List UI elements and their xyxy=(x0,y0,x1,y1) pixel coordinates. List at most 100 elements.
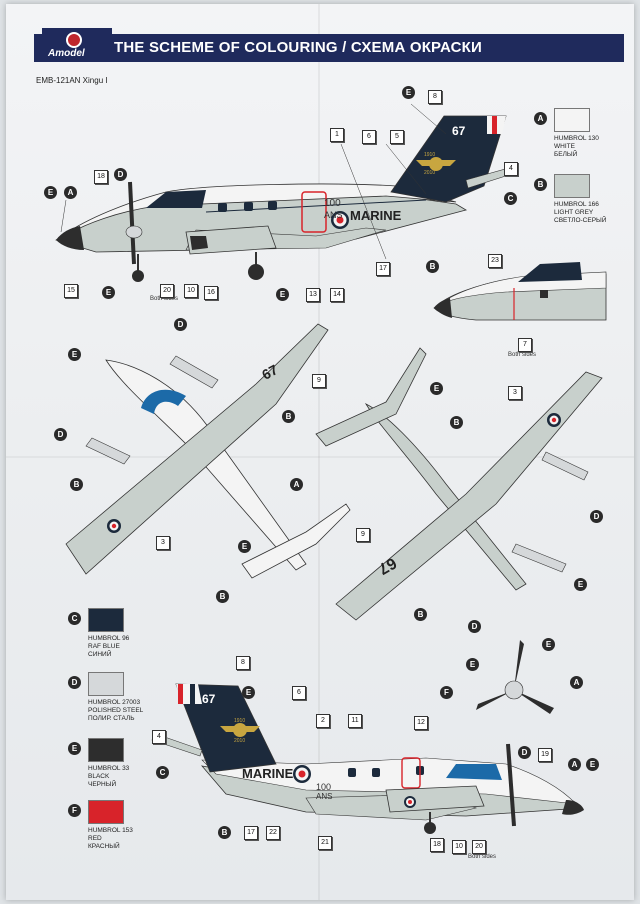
paint-swatch-f: F HUMBROL 153 RED КРАСНЫЙ xyxy=(68,800,133,851)
swatch-letter-e: E xyxy=(68,742,81,755)
swatch-en-b: LIGHT GREY xyxy=(554,209,594,216)
paint-swatch-b: B HUMBROL 166 LIGHT GREY СВЕТЛО-СЕРЫЙ xyxy=(534,174,606,225)
marking-100-bottom: 100 xyxy=(316,782,332,792)
callout-5: 5 xyxy=(390,130,404,144)
swatch-code-b: HUMBROL 166 xyxy=(554,201,599,208)
swatch-color-f xyxy=(88,800,124,824)
swatch-letter-b: B xyxy=(534,178,547,191)
side-view-left xyxy=(55,103,519,282)
paint-label-e-2: E xyxy=(402,86,415,99)
fold-line-horizontal xyxy=(6,456,634,458)
paint-label-d-2: D xyxy=(174,318,187,331)
callout-10-bottom: 10 xyxy=(452,840,466,854)
marking-marine-top: MARINE xyxy=(350,208,402,223)
marking-100-top: 100 xyxy=(324,198,341,209)
callout-17-top: 17 xyxy=(376,262,390,276)
callout-4-bottom: 4 xyxy=(152,730,166,744)
amodel-logo: Amodel xyxy=(42,28,112,62)
callout-13: 13 xyxy=(306,288,320,302)
bottom-view xyxy=(315,347,603,621)
paint-swatch-e: E HUMBROL 33 BLACK ЧЕРНЫЙ xyxy=(68,738,129,789)
paint-label-e-3: E xyxy=(102,286,115,299)
paint-label-b-3: B xyxy=(70,478,83,491)
logo-ring-icon xyxy=(66,32,82,48)
callout-2: 2 xyxy=(316,714,330,728)
paint-label-e-8: E xyxy=(574,578,587,591)
paint-label-d-5: D xyxy=(468,620,481,633)
paint-label-b-7: B xyxy=(218,826,231,839)
paint-label-e-9: E xyxy=(542,638,555,651)
paint-label-e-10: E xyxy=(466,658,479,671)
swatch-code-d: HUMBROL 27003 xyxy=(88,699,141,706)
callout-6-bottom: 6 xyxy=(292,686,306,700)
callout-11: 11 xyxy=(348,714,362,728)
swatch-letter-f: F xyxy=(68,804,81,817)
swatch-ru-c: СИНИЙ xyxy=(88,651,112,658)
callout-16: 16 xyxy=(204,286,218,300)
fold-line xyxy=(318,4,320,900)
paint-swatch-d: D HUMBROL 27003 POLISHED STEEL ПОЛИР. СТ… xyxy=(68,672,143,723)
paint-label-d-4: D xyxy=(590,510,603,523)
page-title: THE SCHEME OF COLOURING / СХЕМА ОКРАСКИ xyxy=(114,39,482,56)
marking-marine-bottom: MARINE xyxy=(242,766,294,781)
paint-label-b-2: B xyxy=(282,410,295,423)
callout-23: 23 xyxy=(488,254,502,268)
tail-code-top: 67 xyxy=(452,124,466,138)
paint-label-e-12: E xyxy=(586,758,599,771)
swatch-ru-a: БЕЛЫЙ xyxy=(554,151,578,158)
callout-1: 1 xyxy=(330,128,344,142)
callout-20-top: 20 xyxy=(160,284,174,298)
swatch-letter-d: D xyxy=(68,676,81,689)
both-sides-note-1: Both sides xyxy=(150,296,179,302)
callout-9-top: 9 xyxy=(312,374,326,388)
tail-code-bottom: 67 xyxy=(202,692,216,706)
paint-label-e-4: E xyxy=(276,288,289,301)
swatch-code-a: HUMBROL 130 xyxy=(554,135,599,142)
swatch-color-c xyxy=(88,608,124,632)
paint-label-a: A xyxy=(64,186,77,199)
callout-18: 18 xyxy=(94,170,108,184)
callout-8: 8 xyxy=(428,90,442,104)
swatch-en-a: WHITE xyxy=(554,143,575,150)
paint-label-a-4: A xyxy=(568,758,581,771)
paint-label-b-6: B xyxy=(414,608,427,621)
swatch-en-e: BLACK xyxy=(88,773,110,780)
swatch-color-a xyxy=(554,108,590,132)
propeller-detail xyxy=(476,640,554,714)
crest-year-top-2: 2010 xyxy=(424,170,436,176)
side-view-right xyxy=(151,683,584,834)
callout-14: 14 xyxy=(330,288,344,302)
callout-10-top: 10 xyxy=(184,284,198,298)
swatch-code-c: HUMBROL 96 xyxy=(88,635,130,642)
callout-21: 21 xyxy=(318,836,332,850)
swatch-letter-a: A xyxy=(534,112,547,125)
swatch-ru-d: ПОЛИР. СТАЛЬ xyxy=(88,715,135,722)
paint-swatch-a: A HUMBROL 130 WHITE БЕЛЫЙ xyxy=(534,108,599,159)
top-view xyxy=(65,323,351,579)
callout-18-bottom: 18 xyxy=(430,838,444,852)
both-sides-note-3: Both sides xyxy=(468,854,497,860)
paint-label-e-7: E xyxy=(238,540,251,553)
callout-3-top: 3 xyxy=(508,386,522,400)
crest-year-bottom-1: 1910 xyxy=(234,718,246,724)
swatch-color-d xyxy=(88,672,124,696)
marking-ans-bottom: ANS xyxy=(316,792,333,801)
logo-text: Amodel xyxy=(48,48,85,59)
paint-label-e-5: E xyxy=(68,348,81,361)
aircraft-drawings xyxy=(55,103,607,834)
nose-closeup xyxy=(433,262,607,321)
swatch-en-f: RED xyxy=(88,835,102,842)
paint-label-a-2: A xyxy=(290,478,303,491)
callout-17-bottom: 17 xyxy=(244,826,258,840)
paint-label-e-11: E xyxy=(242,686,255,699)
callout-20-bottom: 20 xyxy=(472,840,486,854)
paint-label-d-3: D xyxy=(54,428,67,441)
callout-12: 12 xyxy=(414,716,428,730)
paint-label-e: E xyxy=(44,186,57,199)
swatch-code-f: HUMBROL 153 xyxy=(88,827,133,834)
header-band: Amodel THE SCHEME OF COLOURING / СХЕМА О… xyxy=(34,28,624,62)
paint-label-b: B xyxy=(426,260,439,273)
both-sides-note-2: Both sides xyxy=(508,352,537,358)
paint-label-c-2: C xyxy=(156,766,169,779)
paint-label-d: D xyxy=(114,168,127,181)
